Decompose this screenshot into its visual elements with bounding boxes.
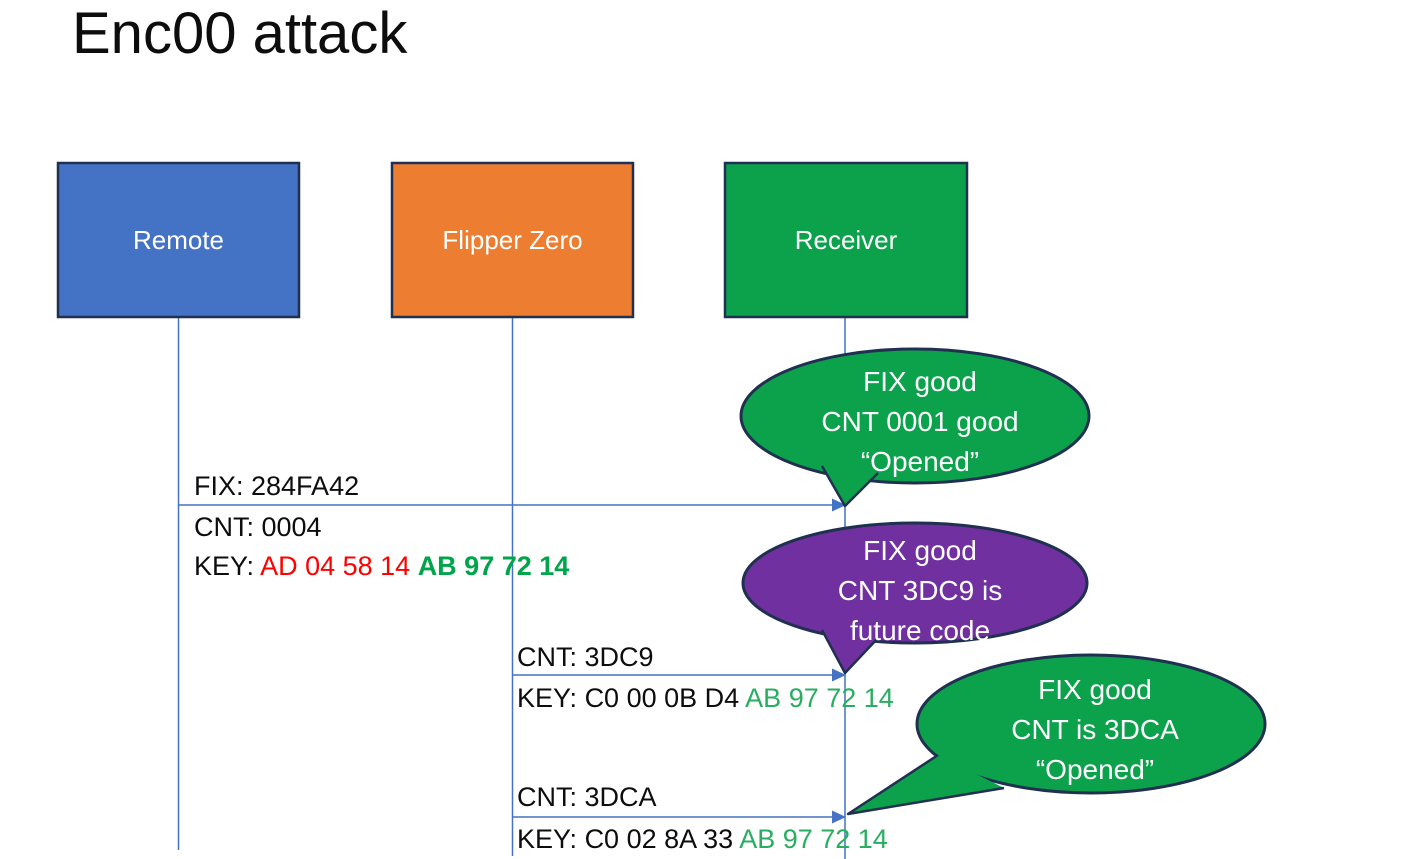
callout-bubble-2 [741, 521, 1089, 645]
callout-bubble-3 [915, 653, 1267, 795]
msg3-key-black-bytes: C0 02 8A 33 [584, 824, 734, 854]
msg1-key-green-bytes: AB 97 72 14 [417, 551, 570, 581]
msg2-key-label: KEY: [517, 683, 578, 713]
actor-label-remote-text: Remote [132, 224, 225, 255]
callout-bubble-1 [739, 347, 1091, 485]
msg2-key-black-bytes: C0 00 0B D4 [584, 683, 740, 713]
arrowhead-msg1 [832, 498, 846, 512]
callout-1-line-3: “Opened” [860, 446, 980, 477]
actor-label-flipper-zero-text: Flipper Zero [442, 224, 583, 255]
msg1-key-line: KEY: AD 04 58 14 AB 97 72 14 [194, 551, 569, 581]
msg3-cnt-line: CNT: 3DCA [517, 782, 657, 812]
msg2-key-green-bytes: AB 97 72 14 [745, 683, 894, 713]
slide-title: Enc00 attack [72, 1, 408, 66]
msg3-key-line: KEY: C0 02 8A 33 AB 97 72 14 [517, 824, 888, 854]
actor-label-receiver-text: Receiver [794, 224, 898, 255]
callout-2-line-2: CNT 3DC9 is [837, 575, 1003, 606]
callout-3-line-3: “Opened” [1035, 754, 1155, 785]
actor-box-remote [56, 161, 301, 319]
actor-label-receiver: Receiver [725, 163, 967, 317]
arrowhead-msg2 [832, 668, 846, 682]
msg2-cnt-line: CNT: 3DC9 [517, 642, 654, 672]
msg2-key-line: KEY: C0 00 0B D4 AB 97 72 14 [517, 683, 894, 713]
msg3-key-green-bytes: AB 97 72 14 [739, 824, 888, 854]
callout-1-text: FIX good CNT 0001 good “Opened” [755, 362, 1085, 482]
callout-tail-2 [820, 629, 879, 675]
actor-box-flipper-zero [390, 161, 635, 319]
actor-label-flipper-zero: Flipper Zero [392, 163, 633, 317]
actor-box-receiver [723, 161, 969, 319]
msg1-cnt-line: CNT: 0004 [194, 512, 322, 542]
callout-3-text: FIX good CNT is 3DCA “Opened” [930, 670, 1260, 790]
callout-3-line-1: FIX good [1038, 674, 1152, 705]
msg1-key-red-bytes: AD 04 58 14 [260, 551, 411, 581]
callout-3-line-2: CNT is 3DCA [1011, 714, 1179, 745]
callout-2-text: FIX good CNT 3DC9 is future code [755, 531, 1085, 651]
callout-tail-1 [820, 465, 879, 508]
callout-1-line-1: FIX good [863, 366, 977, 397]
msg3-key-label: KEY: [517, 824, 578, 854]
callout-1-line-2: CNT 0001 good [821, 406, 1019, 437]
msg1-key-label: KEY: [194, 551, 255, 581]
arrowhead-msg3 [832, 810, 846, 824]
callout-2-line-1: FIX good [863, 535, 977, 566]
msg1-fix-line: FIX: 284FA42 [194, 471, 360, 501]
actor-label-remote: Remote [58, 163, 299, 317]
callout-tail-3 [846, 753, 1005, 816]
callout-2-line-3: future code [849, 615, 991, 646]
